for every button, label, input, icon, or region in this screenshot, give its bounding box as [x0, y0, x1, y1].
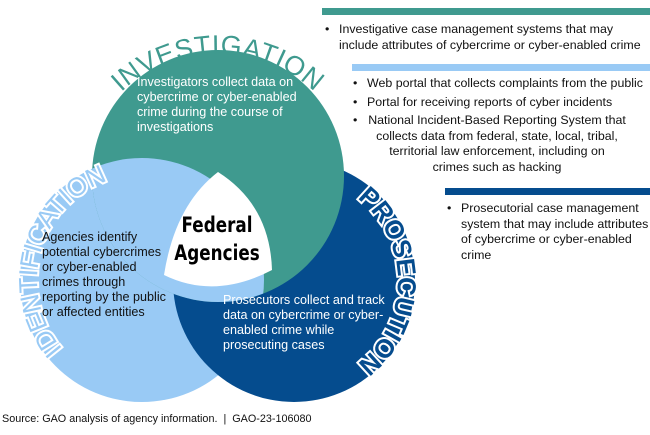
investigation-systems-list: • Investigative case management systems t…: [325, 22, 650, 56]
list-item: • Prosecutorial case management system th…: [447, 201, 650, 263]
center-label-line1: Federal: [182, 213, 253, 237]
identification-description: Agencies identify potential cybercrimes …: [42, 230, 166, 319]
identification-bar: [352, 64, 650, 71]
list-item: • Investigative case management systems t…: [325, 22, 650, 53]
bullet-icon: •: [353, 76, 358, 90]
list-item: • Portal for receiving reports of cyber i…: [353, 95, 650, 111]
list-item-text: crimes such as hacking: [432, 159, 562, 174]
list-item-text: Investigative case management systems th…: [339, 22, 641, 52]
list-item-text: National Incident-Based Reporting System…: [368, 113, 626, 127]
prosecution-systems-list: • Prosecutorial case management system th…: [447, 201, 650, 266]
investigation-bar: [322, 8, 650, 15]
bullet-icon: •: [353, 113, 358, 127]
prosecution-description: Prosecutors collect and track data on cy…: [223, 293, 385, 352]
prosecution-bar: [445, 188, 650, 195]
bullet-icon: •: [353, 94, 358, 109]
list-item-text: territorial law enforcement, including o…: [389, 144, 605, 158]
investigation-description: Investigators collect data on cybercrime…: [137, 75, 297, 134]
list-item-text: Portal for receiving reports of cyber in…: [367, 94, 613, 109]
identification-systems-list: • Web portal that collects complaints fro…: [353, 76, 650, 178]
list-item-text: collects data from federal, state, local…: [376, 128, 618, 143]
bullet-icon: •: [447, 201, 452, 215]
source-footer: Source: GAO analysis of agency informati…: [2, 413, 312, 425]
list-item: • Web portal that collects complaints fro…: [353, 76, 650, 92]
federal-agencies-center: [164, 172, 272, 287]
list-item-text: Prosecutorial case management system tha…: [461, 201, 649, 262]
list-item: • National Incident-Based Reporting Syst…: [353, 113, 627, 175]
center-label-line2: Agencies: [174, 241, 259, 265]
list-item-text: Web portal that collects complaints from…: [367, 76, 643, 90]
bullet-icon: •: [325, 22, 330, 36]
